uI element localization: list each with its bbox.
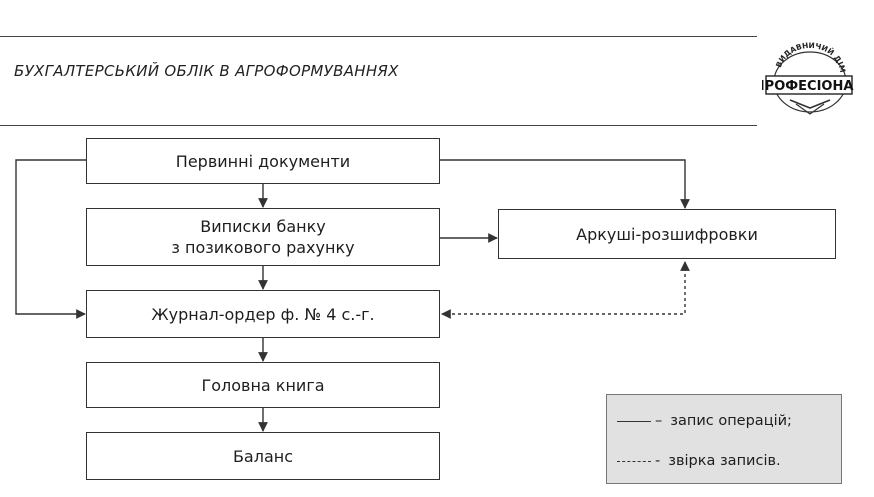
node-primary-documents: Первинні документи — [86, 138, 440, 184]
legend-solid-row: – запис операцій; — [617, 413, 792, 429]
legend-dashed-line — [617, 460, 651, 462]
running-header-title: БУХГАЛТЕРСЬКИЙ ОБЛІК В АГРОФОРМУВАННЯХ — [14, 62, 399, 80]
node-decoding-sheets: Аркуші-розшифровки — [498, 209, 836, 259]
top-rule — [0, 36, 757, 37]
logo-text: ПРОФЕСІОНАЛ — [762, 79, 854, 94]
legend-box: – запис операцій; - звірка записів. — [606, 394, 842, 484]
arrow-primary-to-decoding — [440, 159, 690, 209]
node-general-ledger: Головна книга — [86, 362, 440, 408]
header-rule — [0, 125, 757, 126]
legend-solid-label: запис операцій; — [670, 413, 792, 429]
node-journal-order: Журнал-ордер ф. № 4 с.-г. — [86, 290, 440, 338]
legend-solid-line — [617, 420, 651, 422]
legend-dashed-row: - звірка записів. — [617, 453, 781, 469]
legend-dashed-dash: - — [655, 453, 661, 469]
node-bank-statements: Виписки банку з позикового рахунку — [86, 208, 440, 266]
arrow-reconciliation-dashed — [441, 261, 690, 319]
legend-solid-dash: – — [655, 413, 663, 429]
publisher-logo: ВИДАВНИЧИЙ ДІМ ПРОФЕСІОНАЛ — [762, 42, 854, 115]
node-bank-statements-line1: Виписки банку — [200, 217, 326, 236]
legend-dashed-label: звірка записів. — [668, 453, 781, 469]
node-balance: Баланс — [86, 432, 440, 480]
node-bank-statements-line2: з позикового рахунку — [171, 238, 355, 257]
arrow-primary-to-journal-bypass — [15, 159, 86, 319]
